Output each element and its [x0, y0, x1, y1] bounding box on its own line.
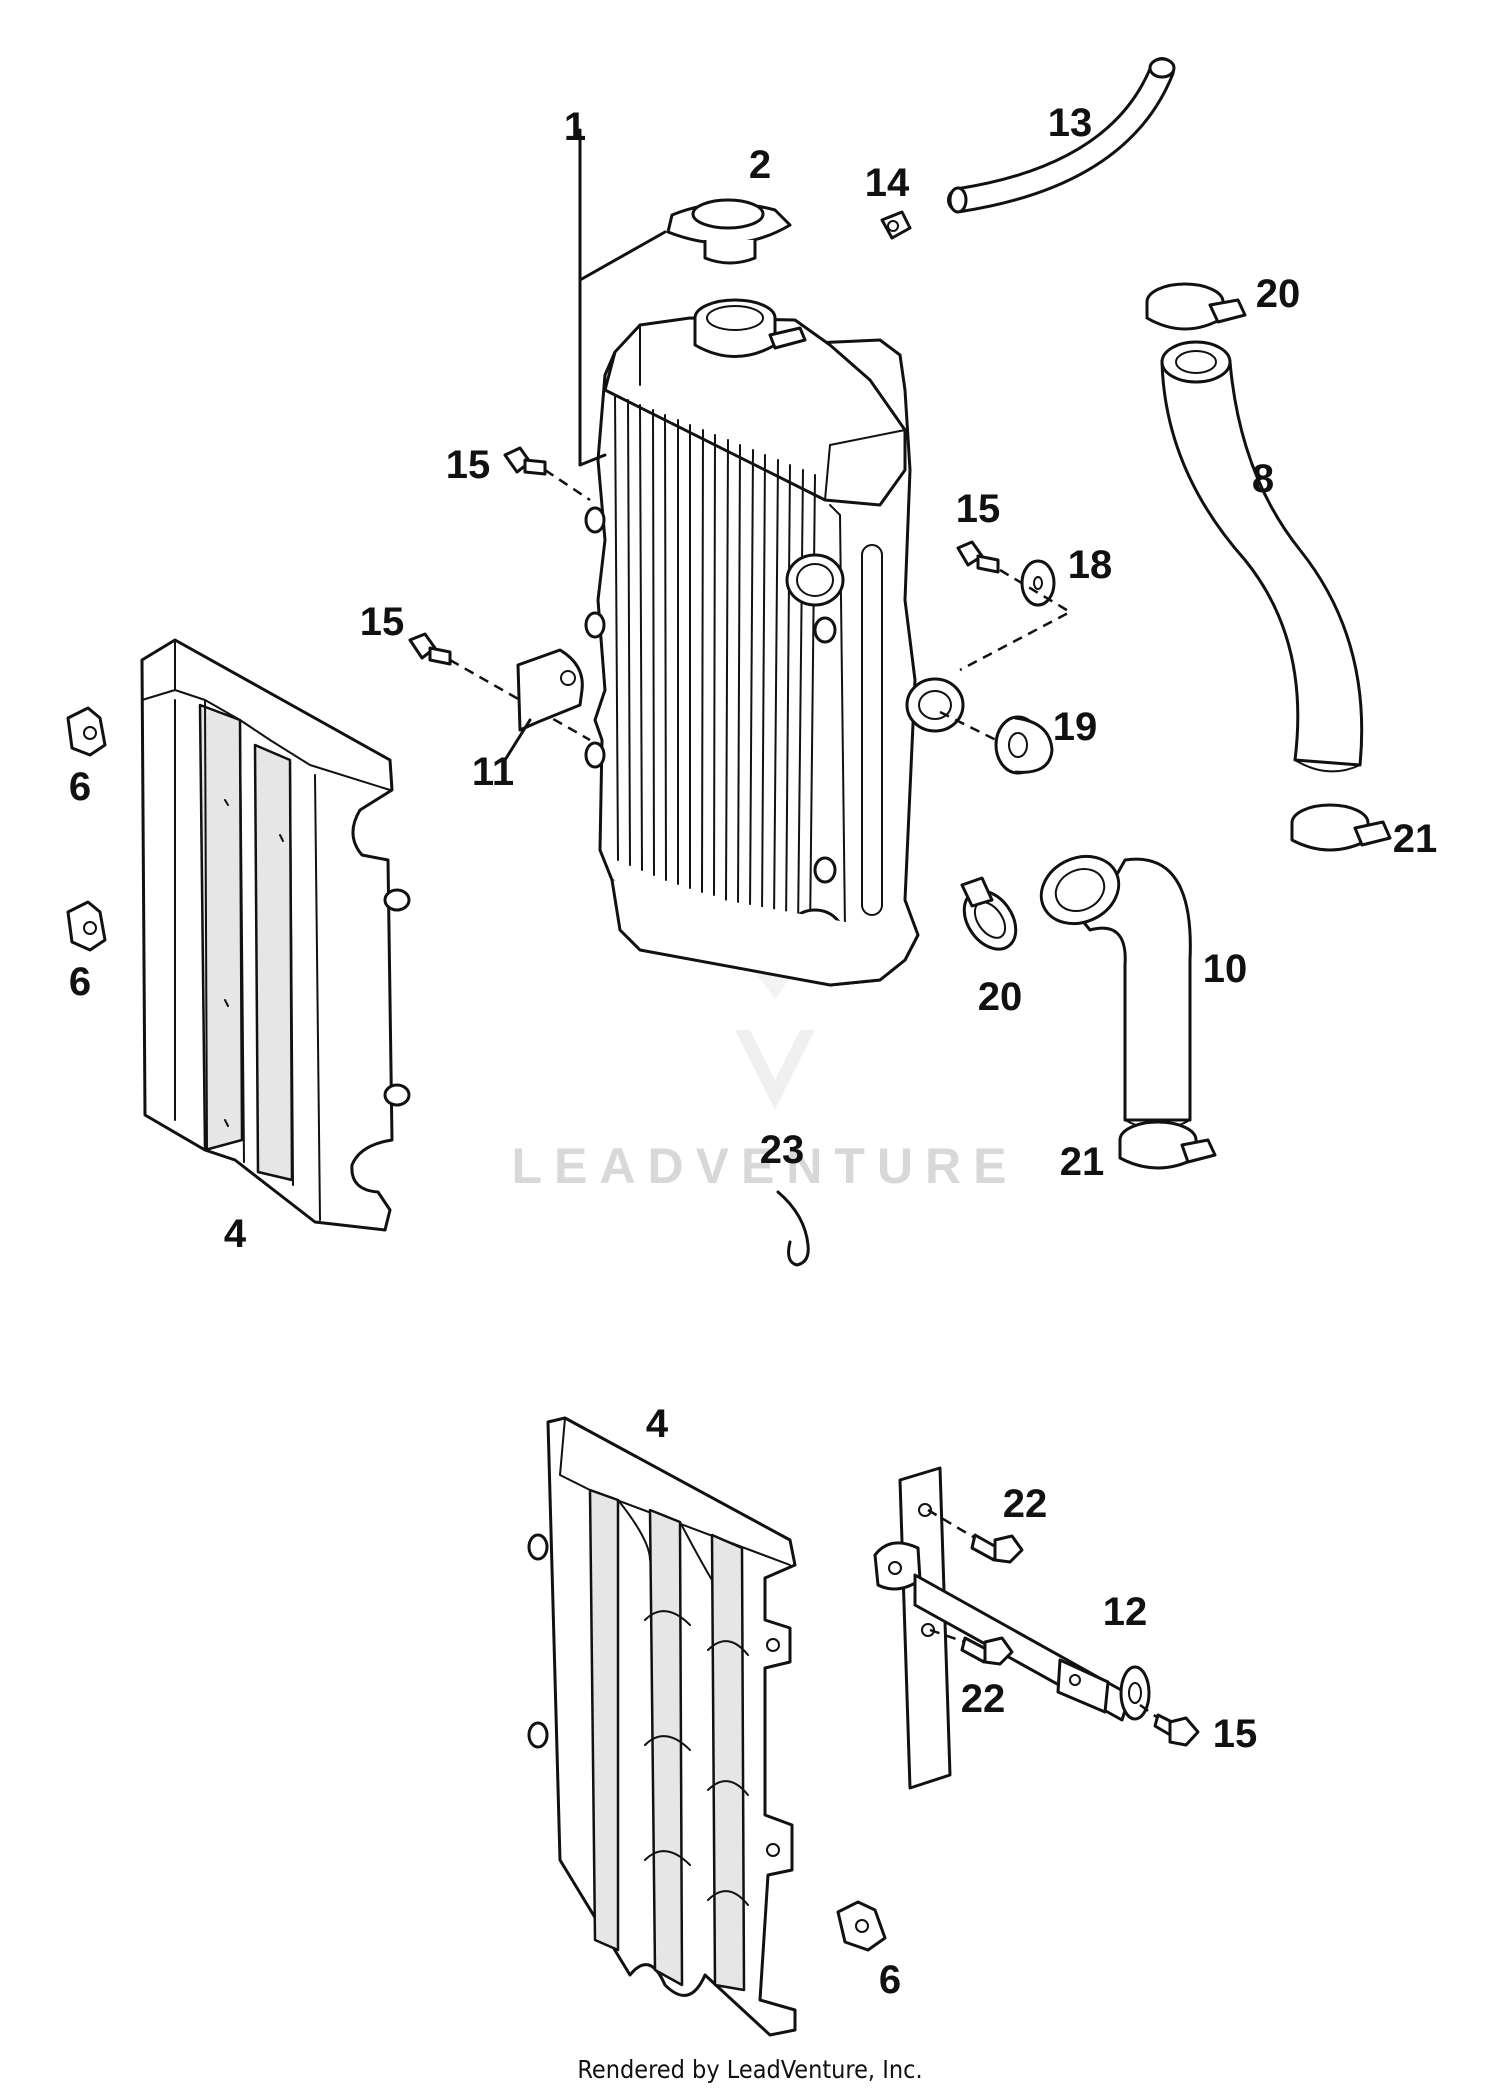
clip-nut-6-lower[interactable] — [836, 1900, 887, 1952]
callout-15b: 15 — [360, 600, 405, 644]
callout-6b: 6 — [69, 960, 91, 1004]
callout-20a: 20 — [1256, 272, 1301, 316]
callout-6a: 6 — [69, 765, 91, 809]
hose-clamp-20-lower[interactable] — [954, 876, 1027, 959]
callout-20b: 20 — [978, 975, 1023, 1019]
spring-clip[interactable] — [776, 1190, 810, 1267]
callout-13: 13 — [1048, 101, 1093, 145]
clip-nut-6-middle[interactable] — [66, 900, 107, 952]
callout-10: 10 — [1203, 947, 1248, 991]
radiator-louver-upper[interactable] — [140, 638, 411, 1232]
callout-4b: 4 — [646, 1402, 669, 1446]
bolt-15-bracket[interactable] — [408, 632, 452, 666]
radiator-louver-lower[interactable] — [527, 1416, 797, 2037]
callout-18: 18 — [1068, 543, 1113, 587]
mounting-bracket[interactable] — [516, 648, 584, 732]
hose-clamp-20-upper[interactable] — [1145, 282, 1247, 331]
bolt-15-upper-left[interactable] — [503, 446, 547, 476]
radiator-core-fins — [614, 394, 816, 936]
watermark-text: LEADVENTURE — [511, 1138, 1018, 1194]
hose-clamp-21-lower[interactable] — [1118, 1120, 1217, 1170]
callout-11: 11 — [472, 750, 514, 794]
clip-nut-6-upper[interactable] — [66, 706, 107, 757]
callout-1: 1 — [564, 105, 586, 149]
callout-22b: 22 — [961, 1677, 1006, 1721]
bolt-22-lower[interactable] — [960, 1636, 1014, 1666]
callout-15d: 15 — [1213, 1712, 1258, 1756]
callout-21a: 21 — [1393, 817, 1438, 861]
radiator[interactable] — [584, 298, 965, 987]
bolt-15-right[interactable] — [956, 540, 1000, 574]
bolt-15-lower[interactable] — [1153, 1713, 1200, 1747]
grommet[interactable] — [994, 715, 1054, 775]
radiator-support-bracket[interactable] — [873, 1466, 1151, 1790]
callout-2: 2 — [749, 143, 771, 187]
callout-21b: 21 — [1060, 1140, 1105, 1184]
callout-4a: 4 — [224, 1212, 247, 1256]
bolt-22-upper[interactable] — [970, 1533, 1024, 1564]
callout-8: 8 — [1252, 457, 1274, 501]
radiator-hose-lower[interactable] — [1030, 844, 1192, 1130]
callout-22a: 22 — [1003, 1482, 1048, 1526]
footer-credit: Rendered by LeadVenture, Inc. — [577, 2055, 923, 2084]
hose-clamp-21-upper[interactable] — [1290, 803, 1392, 852]
hose-clip[interactable] — [880, 210, 912, 240]
callout-15a: 15 — [446, 443, 491, 487]
callout-14: 14 — [865, 161, 910, 205]
callout-23: 23 — [760, 1128, 805, 1172]
callout-6c: 6 — [879, 1958, 901, 2002]
callout-12: 12 — [1103, 1590, 1148, 1634]
callout-19: 19 — [1053, 705, 1098, 749]
radiator-hose-upper[interactable] — [1160, 340, 1364, 773]
callout-15c: 15 — [956, 487, 1001, 531]
overflow-hose[interactable] — [947, 57, 1176, 214]
radiator-cap[interactable] — [666, 198, 792, 265]
